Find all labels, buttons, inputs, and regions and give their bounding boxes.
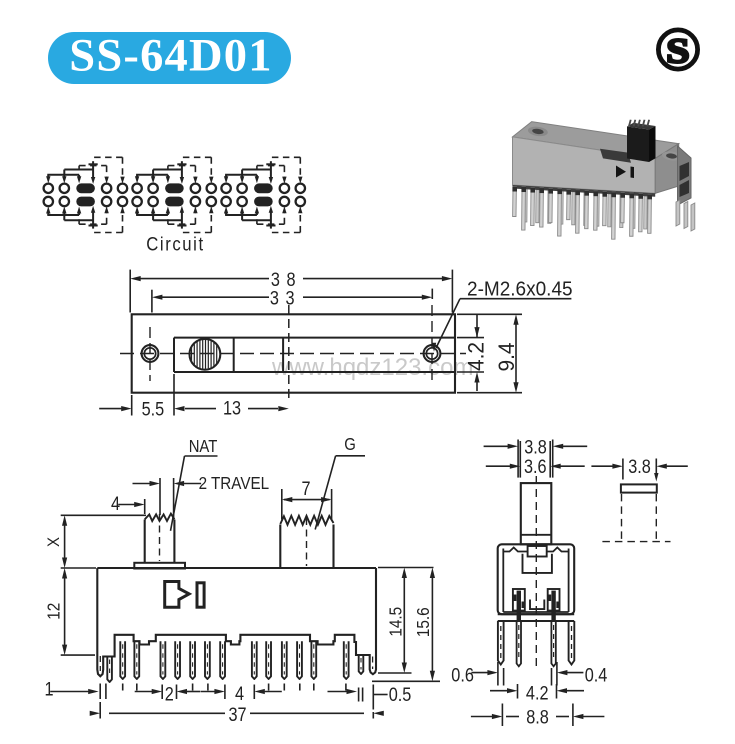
svg-text:1: 1 xyxy=(44,678,53,700)
svg-text:2: 2 xyxy=(165,683,174,705)
svg-text:5.5: 5.5 xyxy=(142,398,165,420)
svg-text:Circuit: Circuit xyxy=(146,234,204,255)
svg-text:2 TRAVEL: 2 TRAVEL xyxy=(199,474,269,493)
svg-text:4.2: 4.2 xyxy=(526,682,549,704)
svg-text:38: 38 xyxy=(271,268,302,290)
svg-text:G: G xyxy=(344,435,356,454)
svg-text:3.8: 3.8 xyxy=(628,456,651,478)
svg-text:S: S xyxy=(666,33,689,71)
svg-text:3.6: 3.6 xyxy=(524,456,547,478)
svg-text:15.6: 15.6 xyxy=(413,607,433,637)
svg-text:37: 37 xyxy=(228,703,246,725)
svg-text:0.6: 0.6 xyxy=(451,664,474,686)
svg-text:14.5: 14.5 xyxy=(385,607,405,637)
svg-text:0.4: 0.4 xyxy=(585,664,608,686)
svg-text:4: 4 xyxy=(235,683,244,705)
svg-text:7: 7 xyxy=(301,478,310,500)
svg-text:NAT: NAT xyxy=(189,437,218,456)
svg-text:4: 4 xyxy=(111,493,120,515)
svg-text:9.4: 9.4 xyxy=(493,342,519,371)
svg-text:33: 33 xyxy=(270,287,301,309)
svg-text:3.8: 3.8 xyxy=(524,436,547,458)
svg-text:4.2: 4.2 xyxy=(463,342,489,371)
svg-text:0.5: 0.5 xyxy=(389,684,412,706)
svg-text:12: 12 xyxy=(43,603,63,620)
svg-text:8.8: 8.8 xyxy=(526,706,549,728)
svg-text:13: 13 xyxy=(223,397,241,419)
svg-text:X: X xyxy=(45,537,63,547)
svg-text:2-M2.6x0.45: 2-M2.6x0.45 xyxy=(467,278,573,301)
